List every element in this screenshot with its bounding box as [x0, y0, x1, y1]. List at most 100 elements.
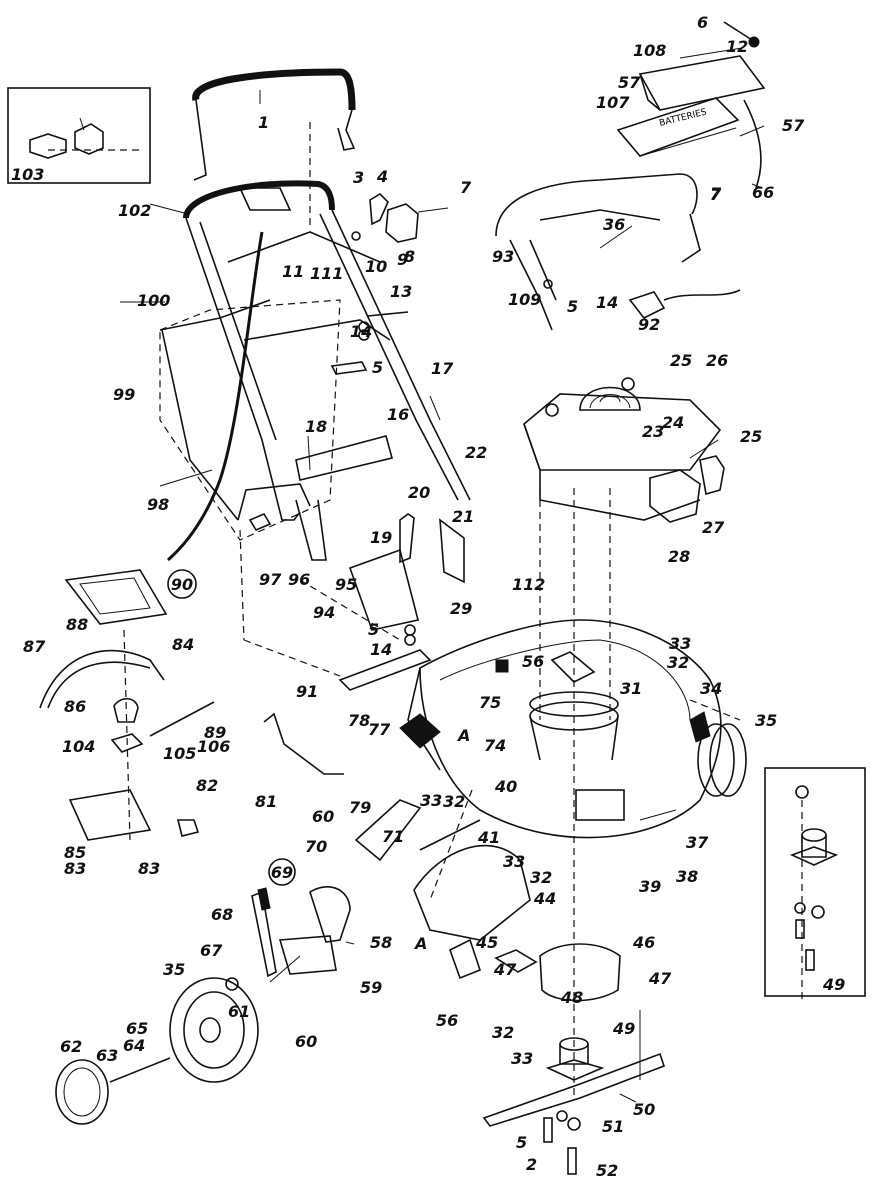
callout-5: 5	[516, 1133, 527, 1152]
callout-83: 83	[138, 859, 160, 878]
callout-66: 66	[752, 183, 774, 202]
callout-49: 49	[612, 1019, 635, 1038]
height-adjust-lower	[225, 886, 351, 991]
callout-36: 36	[603, 215, 625, 234]
callout-8: 8	[404, 247, 415, 266]
callout-32: 32	[667, 653, 689, 672]
lower-handle	[183, 180, 471, 561]
callout-48: 48	[560, 988, 583, 1007]
callout-25: 25	[740, 427, 762, 446]
circled-number-69-ring	[268, 858, 296, 886]
callout-20: 20	[408, 483, 430, 502]
callout-52: 52	[596, 1161, 618, 1180]
callout-81: 81	[255, 792, 277, 811]
callout-40: 40	[494, 777, 517, 796]
callout-59: 59	[360, 978, 382, 997]
callout-10: 10	[365, 257, 387, 276]
callout-98: 98	[147, 495, 169, 514]
callout-31: 31	[620, 679, 642, 698]
callout-105: 105	[163, 744, 196, 763]
callout-108: 108	[633, 41, 666, 60]
callout-34: 34	[700, 679, 722, 698]
callout-33: 33	[511, 1049, 533, 1068]
inset-103	[7, 87, 151, 184]
callout-A: A	[413, 934, 427, 953]
callout-25: 25	[670, 351, 692, 370]
callout-102: 102	[118, 201, 151, 220]
callout-94: 94	[313, 603, 335, 622]
mower-deck	[407, 619, 722, 839]
callout-67: 67	[200, 941, 223, 960]
callout-57: 57	[618, 73, 641, 92]
left-controls	[39, 569, 215, 841]
callout-111: 111	[310, 264, 343, 283]
axis-lines	[239, 488, 741, 1100]
callout-82: 82	[196, 776, 218, 795]
callout-22: 22	[465, 443, 487, 462]
callout-93: 93	[492, 247, 514, 266]
callout-16: 16	[387, 405, 409, 424]
callout-99: 99	[113, 385, 135, 404]
rear-linkage	[263, 513, 481, 862]
callout-27: 27	[702, 518, 725, 537]
callout-24: 24	[662, 413, 684, 432]
wheel-front	[55, 955, 301, 1125]
callout-7: 7	[710, 185, 722, 204]
callout-60: 60	[312, 807, 334, 826]
discharge-chute	[413, 844, 538, 980]
callout-17: 17	[431, 359, 454, 378]
callout-57: 57	[782, 116, 805, 135]
callout-5: 5	[372, 358, 383, 377]
callout-38: 38	[676, 867, 698, 886]
callout-33: 33	[503, 852, 525, 871]
callout-88: 88	[66, 615, 88, 634]
callout-7: 7	[460, 178, 472, 197]
callout-23: 23	[642, 422, 664, 441]
batteries-label: BATTERIES	[658, 107, 708, 128]
callout-29: 29	[450, 599, 472, 618]
callout-5: 5	[567, 297, 578, 316]
callout-62: 62	[60, 1037, 82, 1056]
callout-64: 64	[123, 1036, 145, 1055]
callout-106: 106	[197, 737, 230, 756]
callout-26: 26	[706, 351, 728, 370]
circled-number-69: 69	[271, 863, 293, 882]
callout-28: 28	[668, 547, 690, 566]
callout-83: 83	[64, 859, 86, 878]
circled-number-90-ring	[167, 569, 197, 599]
callout-92: 92	[638, 315, 660, 334]
callout-85: 85	[64, 843, 86, 862]
callout-50: 50	[633, 1100, 655, 1119]
callout-32: 32	[443, 792, 465, 811]
callout-89: 89	[204, 723, 226, 742]
callout-35: 35	[755, 711, 777, 730]
throttle-cable	[167, 231, 264, 562]
callout-65: 65	[126, 1019, 148, 1038]
callout-75: 75	[479, 693, 501, 712]
controls-top	[330, 192, 449, 375]
callout-14: 14	[596, 293, 618, 312]
callout-4: 4	[376, 167, 388, 186]
blade-assembly	[482, 943, 666, 1175]
callout-56: 56	[522, 652, 544, 671]
callout-79: 79	[349, 798, 371, 817]
callout-96: 96	[288, 570, 310, 589]
callout-49: 49	[822, 975, 845, 994]
callout-70: 70	[305, 837, 327, 856]
callout-32: 32	[530, 868, 552, 887]
callout-5: 5	[368, 620, 379, 639]
callout-2: 2	[526, 1155, 537, 1174]
callout-3: 3	[353, 168, 364, 187]
callout-35: 35	[163, 960, 185, 979]
callout-12: 12	[726, 37, 748, 56]
inset-49	[764, 767, 866, 1000]
callout-78: 78	[348, 711, 370, 730]
callout-60: 60	[295, 1032, 317, 1051]
callout-47: 47	[493, 960, 517, 979]
callout-1: 1	[258, 113, 269, 132]
callout-32: 32	[492, 1023, 514, 1042]
callout-103: 103	[11, 165, 44, 184]
callout-39: 39	[639, 877, 661, 896]
circled-number-90: 90	[171, 575, 193, 594]
